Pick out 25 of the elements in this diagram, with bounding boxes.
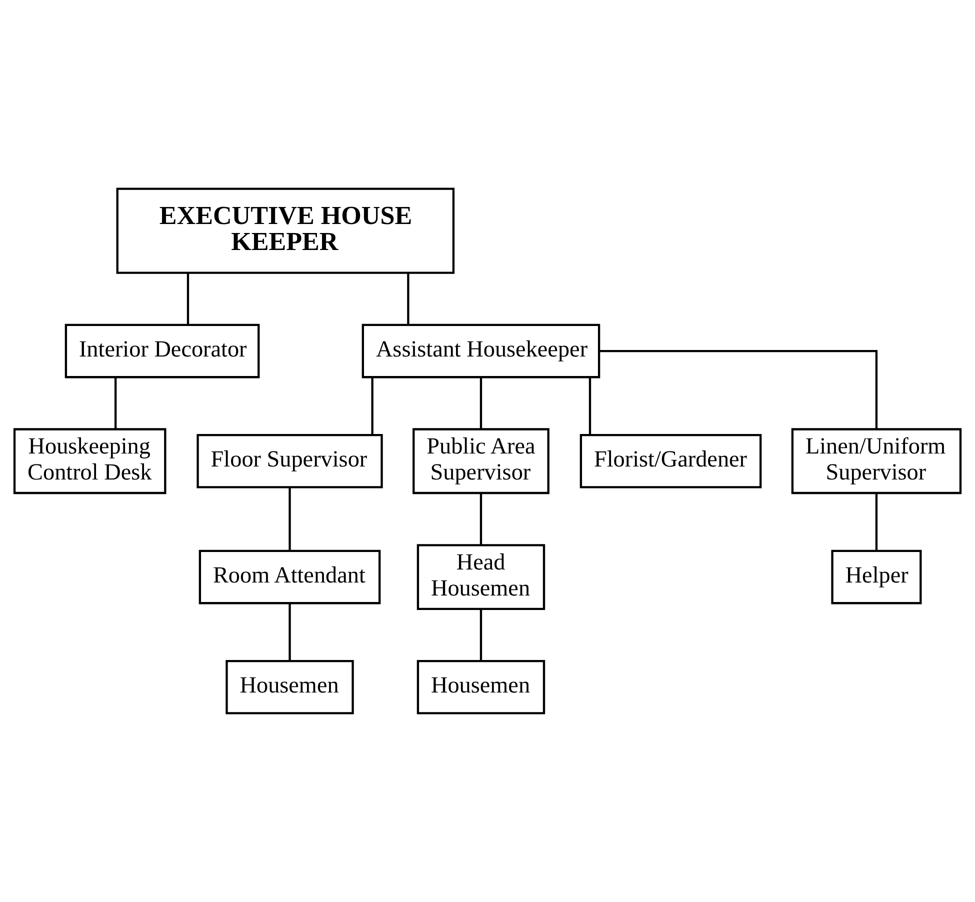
- connector: [371, 377, 374, 435]
- node-box: Housemen: [226, 660, 354, 714]
- node-box: Housemen: [416, 660, 546, 714]
- connector: [599, 350, 878, 429]
- node-box: Head Housemen: [416, 544, 546, 610]
- connector: [407, 272, 410, 325]
- node-box: Linen/Uniform Supervisor: [791, 428, 962, 494]
- connector: [114, 377, 117, 429]
- node-box: Assistant Housekeeper: [362, 324, 600, 378]
- node-box: Helper: [831, 550, 922, 604]
- connector: [480, 609, 482, 660]
- node-box: Interior Decorator: [64, 324, 260, 378]
- node-box: Houskeeping Control Desk: [13, 428, 166, 494]
- connector: [288, 603, 291, 661]
- node-box: Public Area Supervisor: [412, 428, 550, 494]
- connector: [186, 272, 190, 325]
- connector: [480, 493, 482, 545]
- connector: [288, 487, 291, 551]
- node-box: EXECUTIVE HOUSE KEEPER: [116, 188, 455, 274]
- connector: [875, 493, 878, 551]
- node-box: Florist/Gardener: [580, 434, 762, 488]
- node-box: Room Attendant: [198, 550, 381, 604]
- node-box: Floor Supervisor: [196, 434, 383, 488]
- connector: [588, 377, 592, 435]
- connector: [480, 377, 482, 429]
